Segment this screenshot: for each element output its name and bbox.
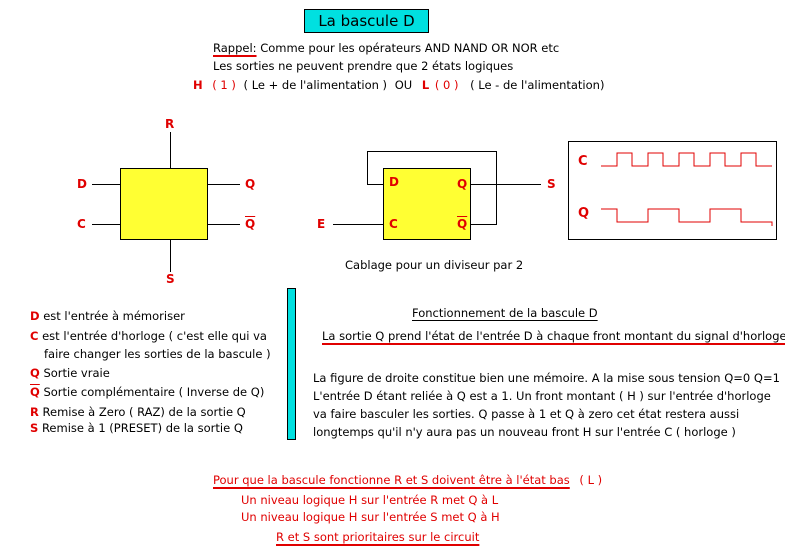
def-q: Q Sortie vraie [30,366,110,380]
div-pin-d: D [389,175,399,189]
div-pin-s: S [547,177,556,191]
def-d: D est l'entrée à mémoriser [30,309,185,323]
pin-qbar: Q [245,217,256,231]
para-line: va faire basculer les sorties. Q passe à… [313,407,740,421]
loop-qbar [471,224,496,225]
qbar-wire [208,224,240,225]
loop-left [367,151,368,185]
timing-c-label: C [578,154,588,169]
timing-waves [601,152,773,226]
pin-s: S [166,272,175,286]
rappel-line1: Rappel: Comme pour les opérateurs AND NA… [213,41,559,55]
c-wire [92,224,120,225]
bottom-line1-main: Pour que la bascule fonctionne R et S do… [213,473,570,487]
def-text: Sortie vraie [43,366,110,380]
rappel-label: Rappel: [213,41,257,55]
rappel-text: Comme pour les opérateurs AND NAND OR NO… [260,41,560,55]
l-value: ( 0 ) [434,78,459,92]
h-value: ( 1 ) [212,78,236,92]
div-pin-q: Q [457,177,468,191]
para-line: L'entrée D étant reliée à Q est a 1. Un … [313,389,771,403]
bottom-line3: Un niveau logique H sur l'entrée S met Q… [241,510,500,524]
d-wire [92,184,120,185]
timing-diagram: C Q [568,141,777,240]
s-wire [170,240,171,272]
ou-text: OU [394,78,413,92]
def-text: Sortie complémentaire ( Inverse de Q) [43,385,265,399]
l-desc: ( Le - de l'alimentation) [470,78,605,92]
para-line: longtemps qu'il n'y aura pas un nouveau … [313,425,736,439]
pin-d: D [77,177,87,191]
def-key: Q [30,366,40,380]
bottom-line1-tail: ( L ) [579,473,603,487]
timing-q-label: Q [578,206,590,221]
fonctionnement-heading: Fonctionnement de la bascule D [412,306,598,320]
def-key: C [30,329,39,343]
q-wire [208,184,240,185]
pin-q: Q [245,177,256,191]
l-label: L [421,78,430,92]
fonctionnement-rule: La sortie Q prend l'état de l'entrée D à… [322,329,785,343]
r-wire [170,132,171,168]
para-line: La figure de droite constitue bien une m… [313,371,780,385]
loop-right [496,151,497,225]
bottom-line1: Pour que la bascule fonctionne R et S do… [213,473,602,487]
bottom-line4: R et S sont prioritaires sur le circuit [276,530,480,544]
divider-bar [287,288,296,440]
s-out-wire [471,184,541,185]
loop-d [367,184,383,185]
loop-top [367,151,496,152]
def-r: R Remise à Zero ( RAZ) de la sortie Q [30,405,246,419]
rappel-line2: Les sorties ne peuvent prendre que 2 éta… [213,59,514,73]
def-qbar: Q Sortie complémentaire ( Inverse de Q) [30,385,264,399]
pin-r: R [165,117,175,131]
q-wave [601,208,773,226]
page-title: La bascule D [304,9,429,33]
def-key: D [30,309,40,323]
div-pin-qbar: Q [457,217,468,231]
div-pin-e: E [317,217,326,231]
def-c-cont: faire changer les sorties de la bascule … [44,347,271,361]
e-in-wire [333,224,383,225]
def-key: Q [30,385,40,399]
def-text: est l'entrée à mémoriser [43,309,185,323]
pin-c: C [77,217,86,231]
def-c: C est l'entrée d'horloge ( c'est elle qu… [30,329,267,343]
flipflop-block [120,168,208,240]
rappel-levels: H ( 1 ) ( Le + de l'alimentation ) OU L … [193,78,604,92]
h-desc: ( Le + de l'alimentation ) [243,78,388,92]
def-key: R [30,405,39,419]
def-text: est l'entrée d'horloge ( c'est elle qui … [42,329,267,343]
def-text: Remise à Zero ( RAZ) de la sortie Q [42,405,246,419]
divider-block [383,168,471,240]
div-pin-c: C [389,217,398,231]
def-key: S [30,421,39,435]
h-label: H [193,78,203,92]
bottom-line2: Un niveau logique H sur l'entrée R met Q… [241,493,499,507]
def-text: Remise à 1 (PRESET) de la sortie Q [41,421,243,435]
clock-wave [601,152,772,167]
fonctionnement-para: La figure de droite constitue bien une m… [313,369,780,441]
divider-caption: Cablage pour un diviseur par 2 [345,258,524,272]
def-s: S Remise à 1 (PRESET) de la sortie Q [30,421,243,435]
